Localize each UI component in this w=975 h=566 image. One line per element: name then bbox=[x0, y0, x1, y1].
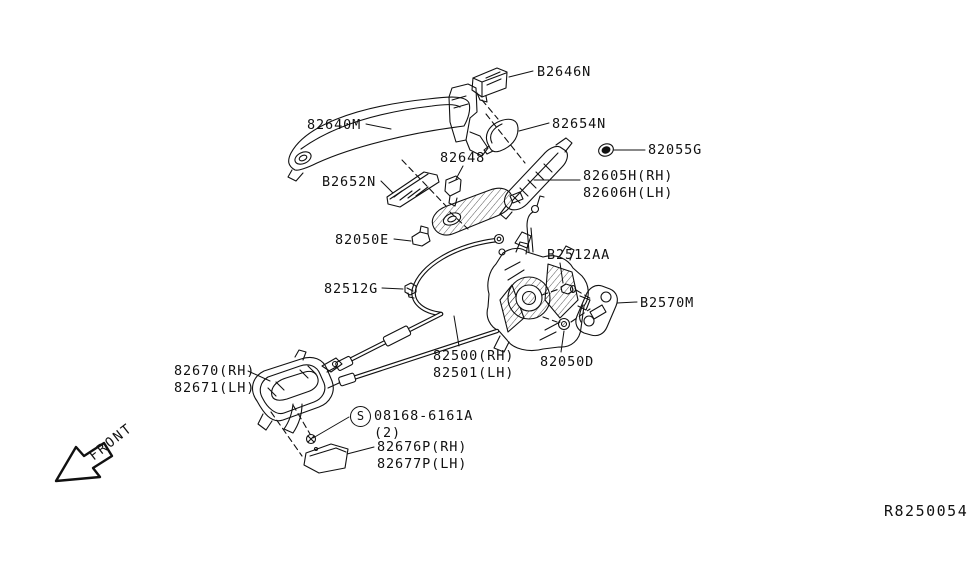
callout-08168: 08168-6161A bbox=[374, 408, 474, 424]
inside-handle-drawing bbox=[251, 349, 343, 434]
front-arrow-icon bbox=[54, 441, 114, 483]
callout-82654n: 82654N bbox=[552, 116, 607, 132]
door-lock-assembly-drawing bbox=[486, 241, 591, 353]
callout-b2570m: B2570M bbox=[640, 295, 695, 311]
striker-drawing bbox=[575, 284, 618, 337]
handle-base-drawing bbox=[431, 187, 524, 236]
callout-82670: 82670(RH) bbox=[174, 363, 256, 379]
callout-b2512aa: B2512AA bbox=[547, 247, 611, 263]
callout-leader-lines bbox=[247, 70, 646, 455]
callout-82050d: 82050D bbox=[540, 354, 595, 370]
callout-82050e: 82050E bbox=[335, 232, 390, 248]
callout-b2652n: B2652N bbox=[322, 174, 377, 190]
handle-bracket-drawing bbox=[499, 137, 573, 220]
callout-82512g: 82512G bbox=[324, 281, 379, 297]
handle-seal-drawing bbox=[386, 171, 440, 208]
callout-82606h: 82606H(LH) bbox=[583, 185, 674, 201]
assembly-dashed-lines bbox=[270, 99, 594, 457]
callout-82501: 82501(LH) bbox=[433, 365, 515, 381]
callout-b2646n: B2646N bbox=[537, 64, 592, 80]
fastener-82512g-drawing bbox=[404, 282, 417, 299]
screw-drawing bbox=[305, 433, 317, 445]
callout-08168-qty: (2) bbox=[374, 425, 402, 441]
fastener-b2512aa-drawing bbox=[560, 283, 577, 295]
handle-gasket-drawing bbox=[483, 118, 519, 155]
diagram-reference-code: R8250054 bbox=[884, 502, 969, 520]
callout-82648: 82648 bbox=[440, 150, 486, 166]
outside-handle-drawing bbox=[287, 83, 489, 182]
callout-82055g: 82055G bbox=[648, 142, 703, 158]
callout-82605h: 82605H(RH) bbox=[583, 168, 674, 184]
callout-82671: 82671(LH) bbox=[174, 380, 256, 396]
handle-escutcheon-drawing bbox=[303, 443, 349, 474]
screw-symbol-icon: S bbox=[350, 406, 371, 427]
grommet-drawing bbox=[598, 143, 614, 157]
handle-cap-drawing bbox=[471, 67, 508, 103]
lock-rod-drawing bbox=[498, 195, 545, 256]
clip-82050e-drawing bbox=[411, 225, 431, 247]
fastener-82050d-drawing bbox=[557, 317, 571, 331]
callout-82500: 82500(RH) bbox=[433, 348, 515, 364]
callout-82676p: 82676P(RH) bbox=[377, 439, 468, 455]
callout-82677p: 82677P(LH) bbox=[377, 456, 468, 472]
callout-82640m: 82640M bbox=[307, 117, 362, 133]
